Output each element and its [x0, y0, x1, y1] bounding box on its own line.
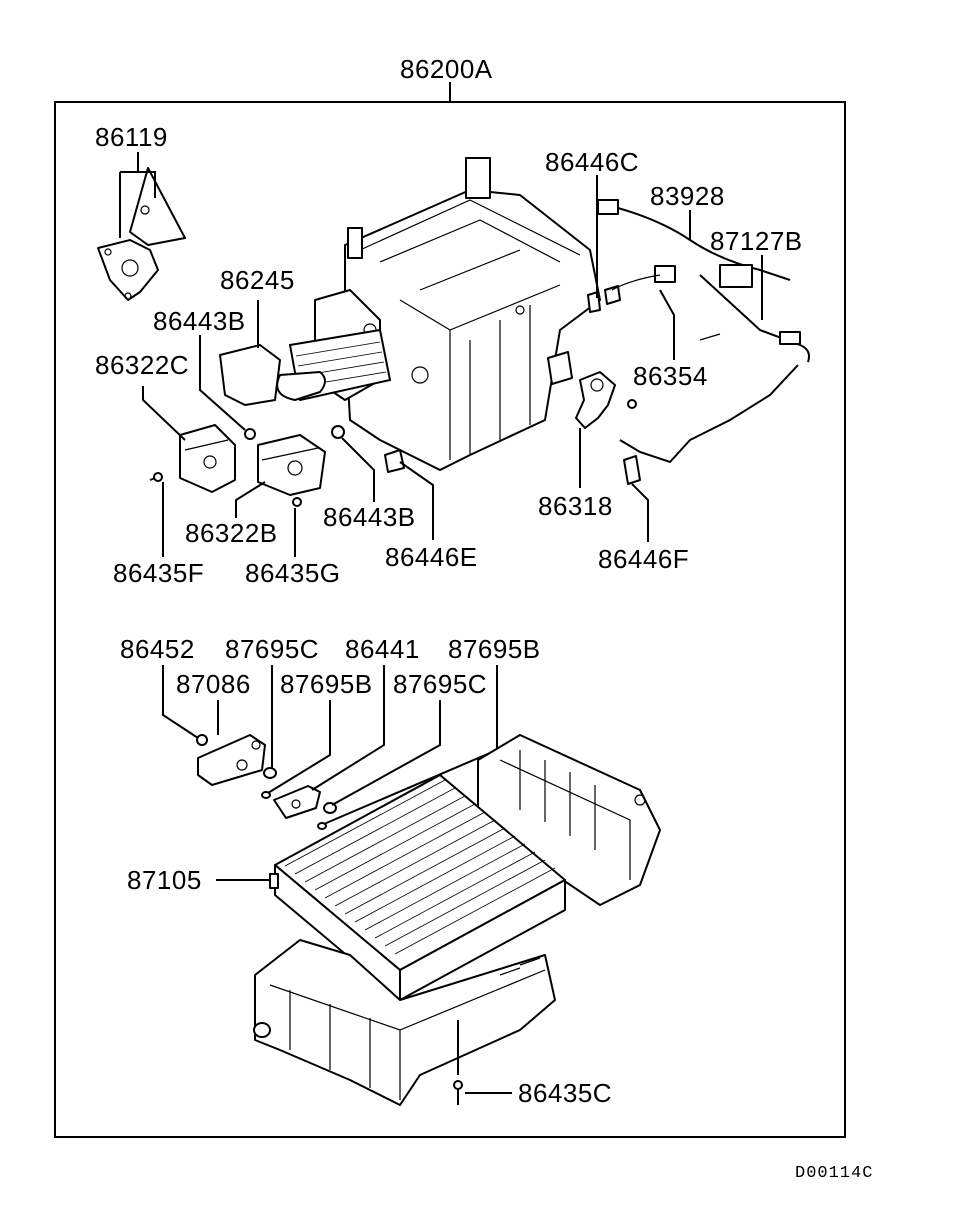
- label-86441: 86441: [345, 634, 420, 664]
- label-86435F: 86435F: [113, 558, 205, 588]
- label-87105: 87105: [127, 865, 202, 895]
- label-86200A: 86200A: [400, 54, 493, 84]
- leader-86322C: [142, 386, 186, 441]
- part-86441: [273, 785, 321, 819]
- part-86119-plate: [97, 167, 186, 301]
- leader-86354: [659, 289, 675, 360]
- label-87086: 87086: [176, 669, 251, 699]
- screw-86435F: [149, 472, 163, 482]
- leader-86452: [162, 665, 199, 739]
- screw-86435C: [453, 1080, 463, 1105]
- screw-86435G: [292, 497, 302, 507]
- label-86435C: 86435C: [518, 1078, 613, 1108]
- label-86119: 86119: [95, 122, 168, 152]
- label-86446F: 86446F: [598, 544, 690, 574]
- label-87695B-mid: 87695B: [280, 669, 373, 699]
- leader-87695B-mid: [267, 700, 331, 794]
- part-83928-harness: [597, 199, 810, 464]
- leader-86446F: [631, 483, 649, 542]
- part-86322B: [257, 434, 326, 496]
- leader-87695C-mid: [331, 700, 441, 806]
- label-83928: 83928: [650, 181, 725, 211]
- heater-case: [276, 157, 601, 471]
- label-86446C: 86446C: [545, 147, 640, 177]
- label-87695C-mid: 87695C: [393, 669, 488, 699]
- label-86446E: 86446E: [385, 542, 478, 572]
- leader-86446E: [399, 461, 434, 540]
- label-87695C-top: 87695C: [225, 634, 320, 664]
- part-86322C: [179, 424, 236, 493]
- part-87086: [197, 734, 266, 786]
- diagram-code: D00114C: [795, 1164, 874, 1183]
- label-86443B-top: 86443B: [153, 306, 246, 336]
- leader-86441: [311, 665, 385, 791]
- label-87127B: 87127B: [710, 226, 803, 256]
- label-86322B: 86322B: [185, 518, 278, 548]
- evaporator-case-lower: [253, 939, 556, 1106]
- label-86245: 86245: [220, 265, 295, 295]
- label-86318: 86318: [538, 491, 613, 521]
- label-86443B-bottom: 86443B: [323, 502, 416, 532]
- label-86452: 86452: [120, 634, 195, 664]
- leader-86443B-top: [199, 335, 246, 431]
- label-86322C: 86322C: [95, 350, 190, 380]
- part-87105-evaporator: [269, 774, 566, 1001]
- label-86354: 86354: [633, 361, 708, 391]
- part-86245: [219, 344, 281, 406]
- label-86435G: 86435G: [245, 558, 341, 588]
- leader-86322B: [235, 481, 266, 518]
- label-87695B-top: 87695B: [448, 634, 541, 664]
- part-86318: [575, 371, 616, 429]
- leader-86443B-bottom: [341, 437, 375, 502]
